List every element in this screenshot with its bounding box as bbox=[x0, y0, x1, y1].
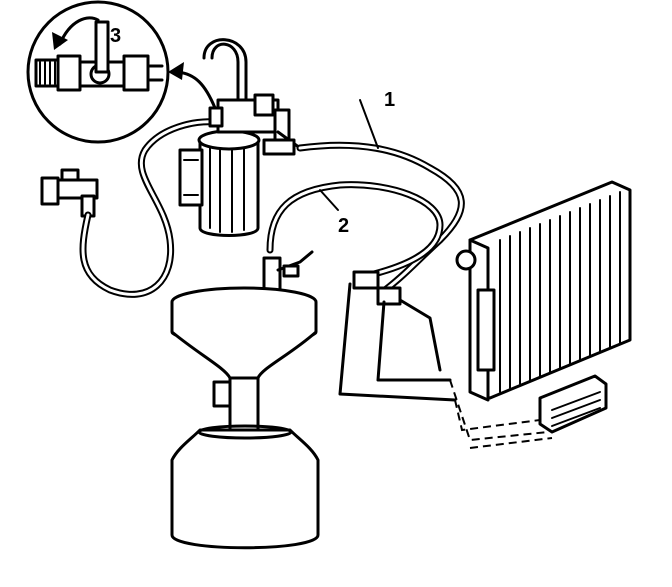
water-supply-hose bbox=[79, 118, 219, 298]
callout-label-2: 2 bbox=[338, 215, 349, 237]
hose-1 bbox=[296, 99, 465, 294]
callout-label-3: 3 bbox=[110, 25, 121, 47]
drain-funnel bbox=[170, 286, 318, 432]
collection-bucket bbox=[170, 424, 320, 550]
bypass-lines-dashed bbox=[449, 379, 553, 449]
heater-core-radiator bbox=[455, 180, 632, 402]
hose-2 bbox=[266, 181, 444, 279]
detail-pointer-arrow bbox=[168, 62, 217, 110]
heat-exchanger bbox=[538, 374, 608, 434]
water-faucet bbox=[40, 168, 99, 218]
callout-label-1: 1 bbox=[384, 89, 395, 111]
valve-detail-magnifier bbox=[26, 0, 170, 144]
hose-connectors bbox=[338, 270, 457, 402]
flushing-tank bbox=[178, 38, 302, 237]
